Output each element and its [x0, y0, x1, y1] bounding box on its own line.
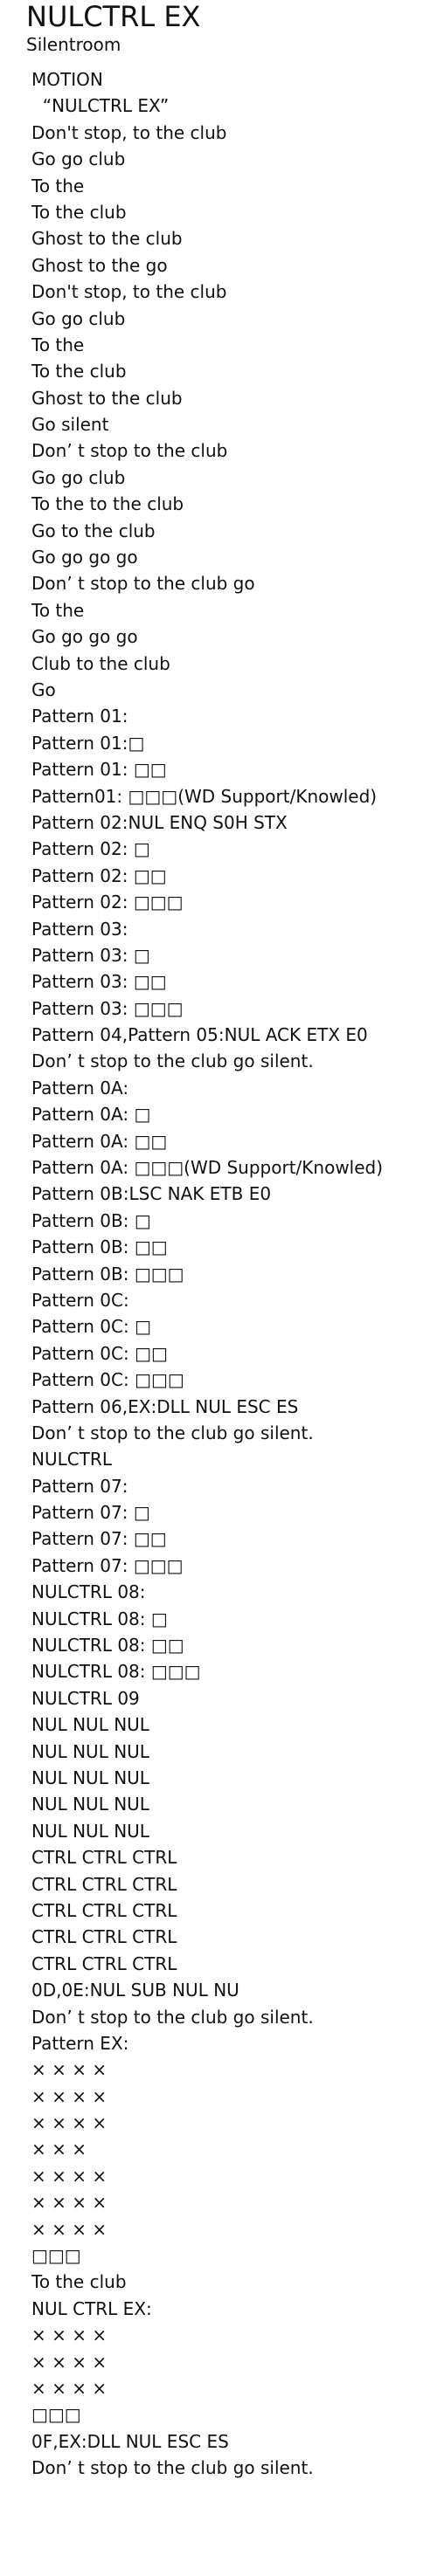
lyric-line: Pattern 01: [31, 706, 128, 727]
lyric-line: Go [31, 678, 56, 700]
lyric-line: × × × × [31, 2165, 108, 2187]
lyric-line: Pattern 0B:LSC NAK ETB E0 [31, 1183, 272, 1205]
lyric-line: Pattern 02: □□ [31, 864, 167, 886]
lyric-line: Don’ t stop to the club go silent. [31, 1422, 314, 1443]
lyric-line: CTRL CTRL CTRL [31, 1953, 177, 1974]
song-header: NULCTRL EX Silentroom [26, 0, 428, 56]
lyric-line: Pattern 02: □□□ [31, 892, 184, 913]
lyric-line: NULCTRL 08: [31, 1581, 146, 1603]
lyric-line: CTRL CTRL CTRL [31, 1899, 177, 1921]
lyric-line: Pattern 03: □ [31, 944, 150, 966]
lyric-line: Don't stop, to the club [31, 121, 227, 143]
lyric-line: × × × × [31, 2085, 108, 2107]
lyric-line: Pattern 02: □ [31, 838, 150, 860]
lyric-line: Pattern 03: □□□ [31, 997, 184, 1019]
lyric-line: Don’ t stop to the club go silent. [31, 2457, 314, 2479]
lyric-line: CTRL CTRL CTRL [31, 1926, 177, 1948]
lyric-line: Ghost to the club [31, 387, 183, 409]
lyric-line: □□□ [31, 2245, 81, 2267]
lyric-line: 0D,0E:NUL SUB NUL NU [31, 1980, 239, 2001]
lyric-line: Pattern 01: □□ [31, 759, 167, 781]
lyric-line: Pattern 01:□ [31, 732, 145, 754]
lyric-line: Pattern 0C: □ [31, 1316, 151, 1338]
lyric-line: Go go club [31, 148, 126, 170]
lyric-line: Pattern 07: □□□ [31, 1554, 184, 1576]
lyric-line: Pattern 0C: [31, 1289, 129, 1311]
lyric-line: NUL NUL NUL [31, 1740, 149, 1762]
lyric-line: Pattern 07: □□ [31, 1528, 167, 1550]
lyric-line: Pattern01: □□□(WD Support/Knowled) [31, 785, 378, 807]
lyric-line: Club to the club [31, 652, 170, 674]
lyric-line: NUL NUL NUL [31, 1767, 149, 1788]
lyric-line: MOTION [31, 69, 103, 90]
lyric-line: × × × × [31, 2112, 108, 2134]
lyric-line: Pattern 04,Pattern 05:NUL ACK ETX E0 [31, 1024, 368, 1046]
lyric-line: Don’ t stop to the club go [31, 573, 255, 595]
lyric-line: Pattern 0B: □□□ [31, 1263, 184, 1285]
lyric-line: × × × [31, 2139, 87, 2160]
lyric-line: × × × × [31, 2351, 108, 2373]
lyric-line: × × × × [31, 2059, 108, 2081]
lyric-line: NULCTRL 08: □□□ [31, 1661, 201, 1683]
lyric-line: To the club [31, 2271, 127, 2293]
lyric-line: □□□ [31, 2404, 81, 2426]
lyric-line: Ghost to the go [31, 254, 168, 276]
lyric-line: “NULCTRL EX” [31, 95, 170, 117]
lyric-line: To the [31, 334, 85, 355]
lyric-line: × × × × [31, 2218, 108, 2240]
lyric-line: Pattern 0A: □□□(WD Support/Knowled) [31, 1157, 384, 1179]
lyric-line: To the club [31, 361, 127, 382]
lyric-line: Pattern 0A: [31, 1077, 129, 1099]
lyric-line: CTRL CTRL CTRL [31, 1873, 177, 1895]
lyric-line: Go go go go [31, 547, 138, 568]
lyric-line: To the club [31, 201, 127, 223]
lyric-line: × × × × [31, 2325, 108, 2346]
lyric-line: Don’ t stop to the club go silent. [31, 2006, 314, 2028]
lyric-line: Pattern 0A: □ [31, 1104, 151, 1126]
lyric-line: Go to the club [31, 520, 156, 541]
lyric-line: To the to the club [31, 493, 184, 515]
lyric-line: Pattern 0A: □□ [31, 1130, 168, 1152]
lyric-line: To the [31, 599, 85, 621]
lyric-line: Go go go go [31, 626, 138, 648]
lyric-line: NUL NUL NUL [31, 1794, 149, 1815]
lyric-line: Pattern 03: □□ [31, 971, 167, 993]
lyric-line: NULCTRL 09 [31, 1687, 140, 1709]
lyric-line: Pattern 02:NUL ENQ S0H STX [31, 811, 288, 833]
lyric-line: Don't stop, to the club [31, 281, 227, 303]
lyric-line: CTRL CTRL CTRL [31, 1847, 177, 1869]
lyric-line: NULCTRL 08: □ [31, 1608, 168, 1629]
lyric-line: Don’ t stop to the club go silent. [31, 1050, 314, 1072]
lyric-line: Go go club [31, 307, 126, 329]
lyric-line: Ghost to the club [31, 228, 183, 250]
lyric-line: Pattern 07: [31, 1475, 128, 1497]
lyric-line: × × × × [31, 2377, 108, 2399]
artist-name: Silentroom [26, 34, 121, 55]
lyric-line: 0F,EX:DLL NUL ESC ES [31, 2430, 229, 2452]
lyric-line: Pattern EX: [31, 2032, 129, 2054]
lyric-line: NULCTRL 08: □□ [31, 1635, 184, 1656]
lyric-line: NUL CTRL EX: [31, 2297, 152, 2319]
lyric-line: To the [31, 175, 85, 196]
lyric-line: Don’ t stop to the club [31, 440, 228, 462]
lyric-line: Pattern 07: □ [31, 1502, 150, 1524]
lyrics-list: MOTION “NULCTRL EX” Don't stop, to the cl… [31, 66, 434, 2482]
lyric-line: Pattern 0B: □□ [31, 1236, 168, 1258]
lyric-line: Pattern 03: [31, 918, 128, 940]
lyric-line: Pattern 06,EX:DLL NUL ESC ES [31, 1395, 299, 1417]
song-title: NULCTRL EX [26, 0, 201, 33]
lyric-line: Go go club [31, 466, 126, 488]
lyric-line: NUL NUL NUL [31, 1820, 149, 1842]
lyric-line: Pattern 0B: □ [31, 1209, 151, 1231]
lyric-line: Pattern 0C: □□□ [31, 1369, 184, 1391]
lyric-line: × × × × [31, 2192, 108, 2214]
lyric-line: Go silent [31, 414, 109, 436]
lyric-line: NULCTRL [31, 1449, 112, 1471]
lyric-line: Pattern 0C: □□ [31, 1342, 168, 1364]
lyric-line: NUL NUL NUL [31, 1714, 149, 1736]
